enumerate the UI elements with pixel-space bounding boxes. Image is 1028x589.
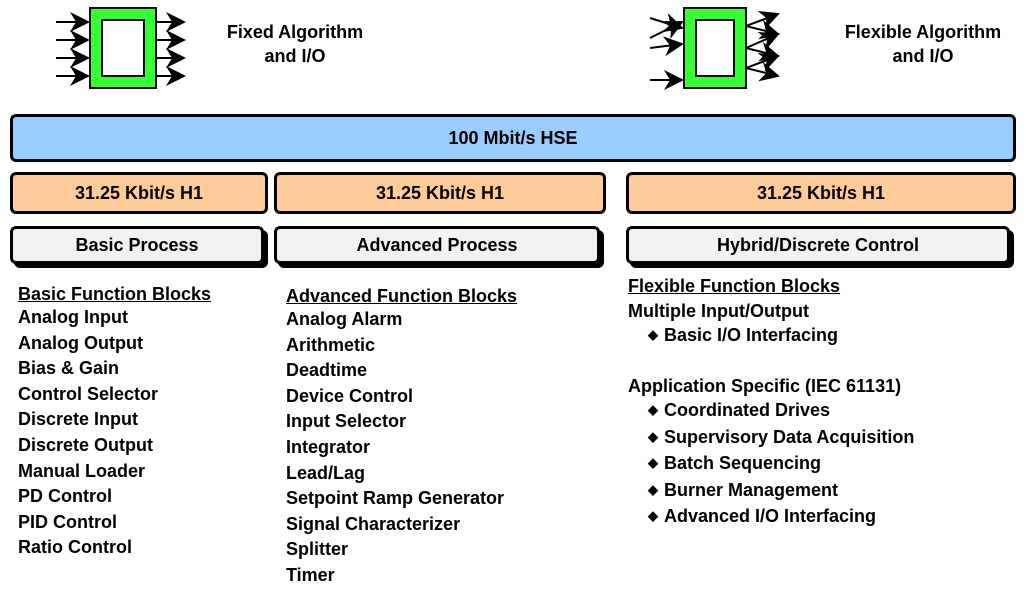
list-item: Device Control bbox=[286, 385, 414, 406]
list-item: Ratio Control bbox=[18, 537, 132, 558]
list-item: ◆Basic I/O Interfacing bbox=[648, 325, 839, 345]
flexible-heading: Flexible Function Blocks bbox=[628, 276, 841, 296]
list-item: Analog Output bbox=[18, 332, 143, 353]
h1-bar-hybrid: 31.25 Kbit/s H1 bbox=[626, 172, 1016, 214]
diamond-bullet-icon: ◆ bbox=[648, 428, 658, 444]
list-item: Analog Input bbox=[18, 307, 128, 327]
fixed-caption-line2: and I/O bbox=[264, 46, 326, 66]
h1-label: 31.25 Kbit/s H1 bbox=[74, 182, 204, 203]
h1-label: 31.25 Kbit/s H1 bbox=[375, 182, 505, 203]
diamond-bullet-icon: ◆ bbox=[648, 402, 658, 417]
basic-heading: Basic Function Blocks bbox=[18, 284, 212, 304]
flexible-function-blocks-list: Flexible Function Blocks Multiple Input/… bbox=[628, 274, 914, 531]
hse-bar: 100 Mbit/s HSE bbox=[10, 114, 1016, 162]
list-item: PD Control bbox=[18, 486, 112, 507]
category-label: Hybrid/Discrete Control bbox=[716, 234, 920, 255]
list-item: Discrete Input bbox=[18, 409, 139, 430]
list-item: Timer bbox=[286, 564, 335, 585]
list-item: PID Control bbox=[18, 511, 117, 532]
category-hybrid-discrete: Hybrid/Discrete Control bbox=[626, 226, 1010, 264]
list-item: Analog Alarm bbox=[286, 309, 403, 329]
diamond-bullet-icon: ◆ bbox=[648, 327, 658, 342]
hse-label: 100 Mbit/s HSE bbox=[448, 127, 578, 148]
fixed-function-block-icon bbox=[56, 7, 186, 89]
list-item: ◆Advanced I/O Interfacing bbox=[648, 506, 877, 526]
fixed-caption-line1: Fixed Algorithm bbox=[226, 22, 364, 42]
advanced-function-blocks-list: Advanced Function Blocks Analog Alarm Ar… bbox=[286, 285, 517, 589]
category-basic-process: Basic Process bbox=[10, 226, 264, 264]
category-label: Advanced Process bbox=[356, 234, 518, 255]
diamond-bullet-icon: ◆ bbox=[648, 508, 658, 523]
list-item: ◆Supervisory Data Acquisition bbox=[648, 426, 915, 447]
category-advanced-process: Advanced Process bbox=[274, 226, 600, 264]
fixed-caption: Fixed Algorithm and I/O bbox=[200, 20, 390, 68]
advanced-heading: Advanced Function Blocks bbox=[286, 286, 518, 306]
flexible-caption: Flexible Algorithm and I/O bbox=[820, 20, 1026, 68]
category-label: Basic Process bbox=[75, 234, 199, 255]
list-item: Splitter bbox=[286, 539, 349, 560]
list-item: Manual Loader bbox=[18, 460, 146, 481]
h1-label: 31.25 Kbit/s H1 bbox=[756, 182, 886, 203]
list-item: ◆Coordinated Drives bbox=[648, 400, 831, 420]
multiple-io-label: Multiple Input/Output bbox=[628, 300, 809, 321]
application-specific-label: Application Specific (IEC 61131) bbox=[628, 375, 902, 396]
diamond-bullet-icon: ◆ bbox=[648, 481, 658, 497]
list-item: Arithmetic bbox=[286, 334, 376, 355]
list-item: Control Selector bbox=[18, 383, 159, 404]
list-item: Input Selector bbox=[286, 411, 407, 432]
h1-bar-basic: 31.25 Kbit/s H1 bbox=[10, 172, 268, 214]
flexible-caption-line2: and I/O bbox=[892, 46, 954, 66]
list-item: Deadtime bbox=[286, 360, 368, 381]
list-item: Signal Characterizer bbox=[286, 513, 461, 534]
h1-bar-advanced: 31.25 Kbit/s H1 bbox=[274, 172, 606, 214]
list-item: Lead/Lag bbox=[286, 462, 366, 483]
flexible-function-block-icon bbox=[649, 7, 780, 90]
list-item: Discrete Output bbox=[18, 434, 154, 455]
list-item: ◆Batch Sequencing bbox=[648, 453, 822, 473]
basic-function-blocks-list: Basic Function Blocks Analog Input Analo… bbox=[18, 283, 211, 561]
list-item: Integrator bbox=[286, 436, 371, 457]
list-item: Bias & Gain bbox=[18, 358, 120, 379]
flexible-caption-line1: Flexible Algorithm bbox=[844, 22, 1002, 42]
list-item: Setpoint Ramp Generator bbox=[286, 488, 505, 509]
diamond-bullet-icon: ◆ bbox=[648, 455, 658, 470]
list-item: ◆Burner Management bbox=[648, 479, 839, 500]
